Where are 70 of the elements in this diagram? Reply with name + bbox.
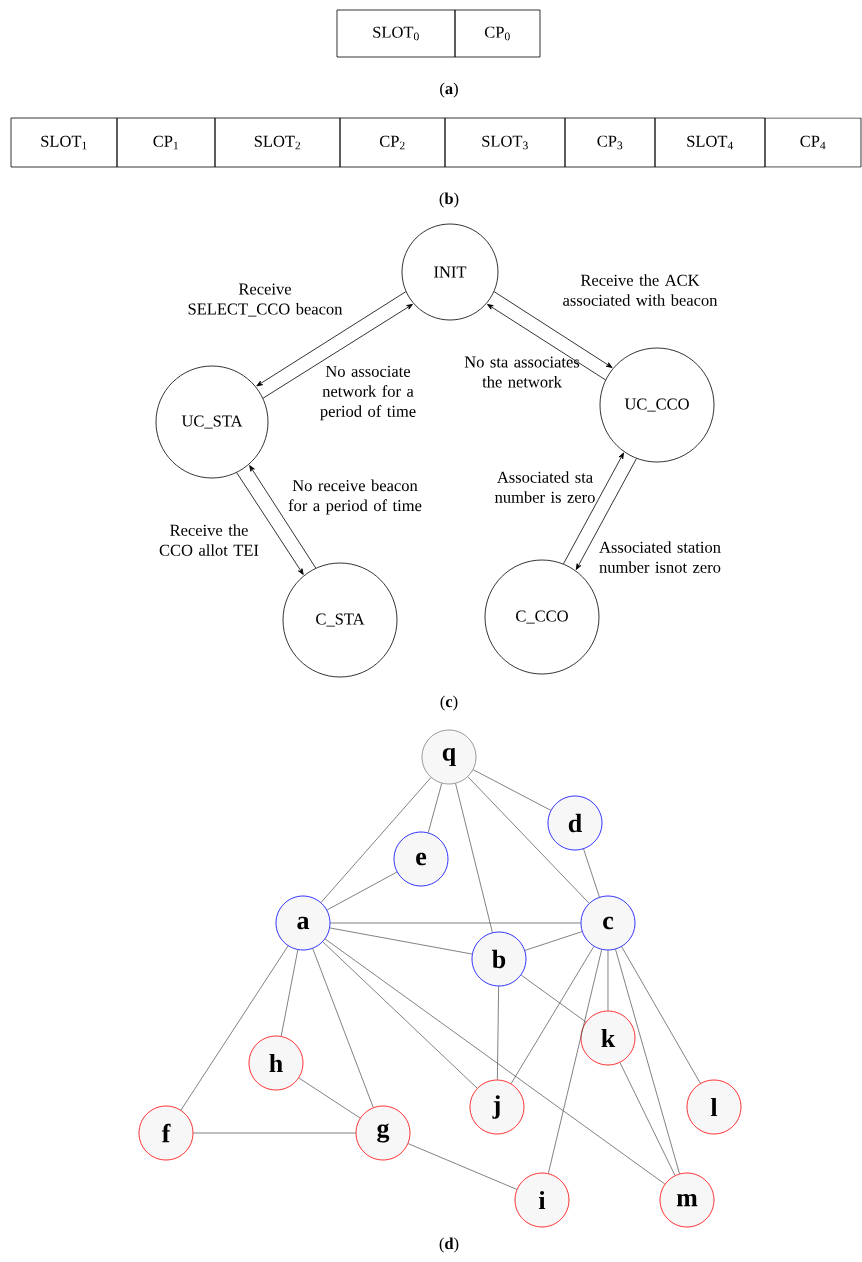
graph-node: f xyxy=(138,1105,194,1161)
slot-box: SLOT$_{2}$ xyxy=(214,117,341,168)
edge-label: No sta associates the network xyxy=(464,356,580,388)
connector-line xyxy=(427,783,443,833)
arrow xyxy=(575,458,637,570)
connector-line xyxy=(467,776,590,904)
arrow xyxy=(493,291,613,368)
edge-label: Associated station number isnot zero xyxy=(599,541,721,573)
graph-node: g xyxy=(355,1105,411,1161)
slot-box: SLOT$_{4}$ xyxy=(654,117,766,168)
graph-node: d xyxy=(547,795,603,851)
arrow xyxy=(236,472,304,575)
connector-line xyxy=(524,931,583,951)
slot-box: CP$_{1}$ xyxy=(116,117,216,168)
connector-line xyxy=(520,974,587,1023)
slot-box: CP$_{4}$ xyxy=(764,117,862,168)
slot-box: CP$_{3}$ xyxy=(564,117,656,168)
connector-line xyxy=(320,777,432,903)
graph-node: l xyxy=(686,1079,742,1135)
graph-node: j xyxy=(469,1079,525,1135)
connector-line xyxy=(583,848,600,898)
edge-label: No associate network for a period of time xyxy=(320,365,416,421)
connector-line xyxy=(472,769,552,811)
panel-caption: (b) xyxy=(439,192,459,208)
arrow xyxy=(563,452,624,565)
connector-line xyxy=(330,922,581,924)
connector-line xyxy=(324,938,666,1185)
slot-box: SLOT$_{3}$ xyxy=(444,117,566,168)
arrow xyxy=(487,304,606,381)
graph-node: q xyxy=(421,729,477,785)
panel-caption: (d) xyxy=(439,1237,459,1253)
connector-line xyxy=(621,946,701,1084)
connector-line xyxy=(548,949,602,1174)
edge-label: Associated sta number is zero xyxy=(494,471,595,503)
connector-line xyxy=(407,1143,518,1190)
connector-line xyxy=(193,1132,356,1134)
slot-box: CP$_{0}$ xyxy=(454,9,541,58)
connector-line xyxy=(607,950,609,1011)
connector-line xyxy=(510,946,595,1084)
arrow xyxy=(262,303,413,399)
connector-line xyxy=(455,783,493,933)
graph-node: b xyxy=(471,931,527,987)
panel-caption: (c) xyxy=(440,695,458,711)
slot-box: CP$_{2}$ xyxy=(339,117,446,168)
connector-line xyxy=(329,927,473,955)
connector-line xyxy=(619,1062,676,1176)
connector-line xyxy=(280,949,299,1037)
connector-line xyxy=(180,945,289,1111)
slot-box: SLOT$_{0}$ xyxy=(336,9,456,58)
connector-line xyxy=(298,1077,361,1119)
edge-label: No receive beacon for a period of time xyxy=(288,479,422,515)
graph-node: m xyxy=(659,1172,715,1228)
graph-node: a xyxy=(275,895,331,951)
panel-caption: (a) xyxy=(440,82,458,98)
connector-line xyxy=(326,871,398,911)
edge-label: Receive SELECT_CCO beacon xyxy=(188,283,343,317)
arrow xyxy=(256,291,407,387)
connector-line xyxy=(312,948,374,1108)
edge-label: Receive the ACK associated with beacon xyxy=(563,274,718,306)
connector-line xyxy=(322,941,478,1089)
graph-node: e xyxy=(393,831,449,887)
graph-node: h xyxy=(248,1035,304,1091)
slot-box: SLOT$_{1}$ xyxy=(10,117,118,168)
graph-node: c xyxy=(580,895,636,951)
edge-label: Receive the CCO allot TEI xyxy=(159,524,259,556)
arrow xyxy=(249,465,317,569)
connector-line xyxy=(497,986,499,1080)
connector-line xyxy=(615,949,680,1174)
graph-node: i xyxy=(514,1172,570,1228)
graph-node: k xyxy=(580,1010,636,1066)
